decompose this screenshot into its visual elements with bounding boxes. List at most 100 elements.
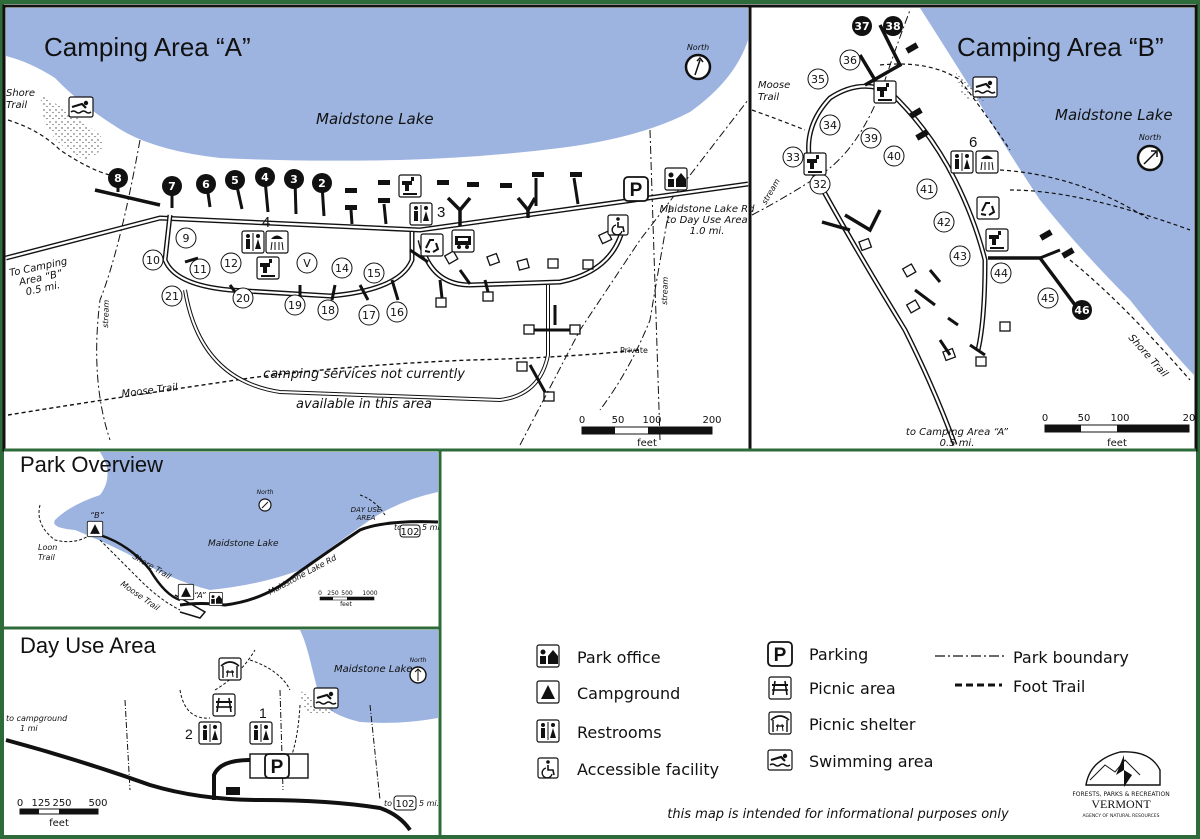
campsite-12[interactable]: 12 <box>220 252 242 274</box>
area-a-lake-label: Maidstone Lake <box>316 110 434 128</box>
restrooms-icon <box>950 150 974 174</box>
scale-tick: 200 <box>702 415 721 426</box>
restrooms-icon <box>409 202 433 226</box>
scale-tick: 100 <box>1110 413 1129 424</box>
lake-area-b <box>920 8 1194 375</box>
scale-tick: 50 <box>1078 413 1091 424</box>
campsite-7[interactable]: 7 <box>162 176 182 196</box>
campsite-16-number: 16 <box>390 306 404 319</box>
campsite-38[interactable]: 38 <box>883 16 903 36</box>
campsite-16[interactable]: 16 <box>386 301 408 323</box>
dump-station-icon <box>451 229 475 253</box>
day-use-panel: 1 2 Day Use Area Maidstone Lake North to… <box>5 630 439 832</box>
to-area-b-label: To CampingArea “B”0.5 mi. <box>9 256 73 301</box>
campsite-7-number: 7 <box>168 180 176 193</box>
campsite-v[interactable]: V <box>296 252 318 274</box>
campsite-46[interactable]: 46 <box>1072 300 1092 320</box>
area-a-north-arrow: North <box>684 43 712 81</box>
campsite-34-number: 34 <box>823 119 837 132</box>
campsite-39[interactable]: 39 <box>860 127 882 149</box>
campsite-8[interactable]: 8 <box>108 168 128 188</box>
campsite-40[interactable]: 40 <box>883 145 905 167</box>
campsite-11-number: 11 <box>193 263 207 276</box>
campsite-10-number: 10 <box>146 254 160 267</box>
picnic-area-icon <box>212 693 236 717</box>
parking-icon <box>767 641 793 667</box>
lake-area-a <box>6 8 748 161</box>
campsite-8-number: 8 <box>114 172 122 185</box>
campsite-10[interactable]: 10 <box>142 249 164 271</box>
legend-label: Swimming area <box>809 752 933 771</box>
area-b-scale-bar: 0 50 100 20 feet <box>1042 413 1196 449</box>
campsite-41[interactable]: 41 <box>916 178 938 200</box>
legend-label: Foot Trail <box>1013 677 1085 696</box>
campsite-19[interactable]: 19 <box>284 294 306 316</box>
campsite-37[interactable]: 37 <box>852 16 872 36</box>
logo-line-1: FORESTS, PARKS & RECREATION <box>1072 791 1169 798</box>
loop-6-number: 6 <box>969 134 977 151</box>
overview-north-arrow: North <box>257 489 274 512</box>
recycling-icon <box>420 233 444 257</box>
campsite-4[interactable]: 4 <box>255 167 275 187</box>
campsite-14-number: 14 <box>335 262 349 275</box>
park-office-icon <box>536 644 560 668</box>
water-icon <box>803 152 827 176</box>
scale-tick: 0 <box>1042 413 1048 424</box>
campsite-34[interactable]: 34 <box>819 114 841 136</box>
campsite-2-number: 2 <box>318 177 326 190</box>
campsite-36-number: 36 <box>843 54 857 67</box>
campsite-40-number: 40 <box>887 150 901 163</box>
campsite-9-number: 9 <box>183 232 190 245</box>
beach-area-a <box>40 95 103 160</box>
campsite-v-number: V <box>303 257 311 270</box>
campsite-35[interactable]: 35 <box>807 68 829 90</box>
campsite-6[interactable]: 6 <box>196 174 216 194</box>
campsite-5[interactable]: 5 <box>225 170 245 190</box>
scale-tick: 250 <box>52 798 71 809</box>
water-icon <box>256 256 280 280</box>
stream-label: stream <box>660 276 670 305</box>
campsite-20[interactable]: 20 <box>232 287 254 309</box>
campsite-33[interactable]: 33 <box>782 146 804 168</box>
logo-line-2: VERMONT <box>1091 797 1151 811</box>
water-icon <box>398 174 422 198</box>
campsite-3[interactable]: 3 <box>284 169 304 189</box>
campsite-43[interactable]: 43 <box>949 245 971 267</box>
campsite-17[interactable]: 17 <box>358 304 380 326</box>
campground-icon <box>536 680 560 704</box>
lake-overview <box>54 452 439 590</box>
route-distance: 5 mi. <box>422 523 442 532</box>
campsite-18-number: 18 <box>321 304 335 317</box>
logo-line-3: AGENCY OF NATURAL RESOURCES <box>1082 813 1159 819</box>
campsite-36[interactable]: 36 <box>839 49 861 71</box>
loop-3-number: 3 <box>437 204 445 221</box>
campsite-11[interactable]: 11 <box>189 258 211 280</box>
campsite-14[interactable]: 14 <box>331 257 353 279</box>
overview-title: Park Overview <box>20 452 163 477</box>
campsite-2[interactable]: 2 <box>312 173 332 193</box>
overview-route-102: to 102 5 mi. <box>394 523 442 538</box>
accessible-facility-icon <box>607 214 629 236</box>
campsite-5-number: 5 <box>231 174 239 187</box>
campsite-3-number: 3 <box>290 173 298 186</box>
campsite-9[interactable]: 9 <box>175 227 197 249</box>
campsite-4-number: 4 <box>261 171 269 184</box>
campsite-44[interactable]: 44 <box>990 262 1012 284</box>
restrooms-icon <box>241 230 265 254</box>
legend-label: Campground <box>577 684 680 703</box>
accessible-facility-icon <box>537 757 559 779</box>
campsite-32[interactable]: 32 <box>809 173 831 195</box>
campsite-15[interactable]: 15 <box>363 262 385 284</box>
campsite-42[interactable]: 42 <box>933 211 955 233</box>
campsite-18[interactable]: 18 <box>317 299 339 321</box>
campsite-21[interactable]: 21 <box>161 285 183 307</box>
day-use-lake-label: Maidstone Lake <box>334 664 412 675</box>
campsite-45[interactable]: 45 <box>1037 287 1059 309</box>
moose-trail-label: Moose Trail <box>121 382 179 400</box>
